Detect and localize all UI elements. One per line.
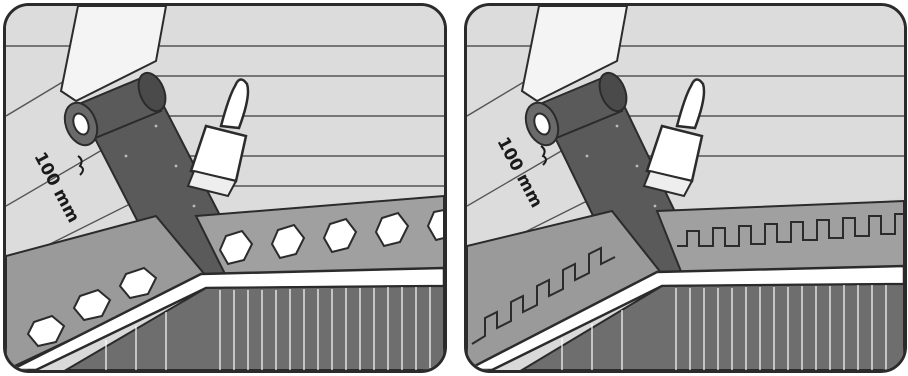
left-illustration: 100 mm [6, 6, 444, 370]
panel-left: 100 mm [3, 3, 447, 373]
shingle-field [657, 201, 904, 274]
right-illustration: 100 mm [467, 6, 904, 370]
panel-right: 100 mm [464, 3, 907, 373]
